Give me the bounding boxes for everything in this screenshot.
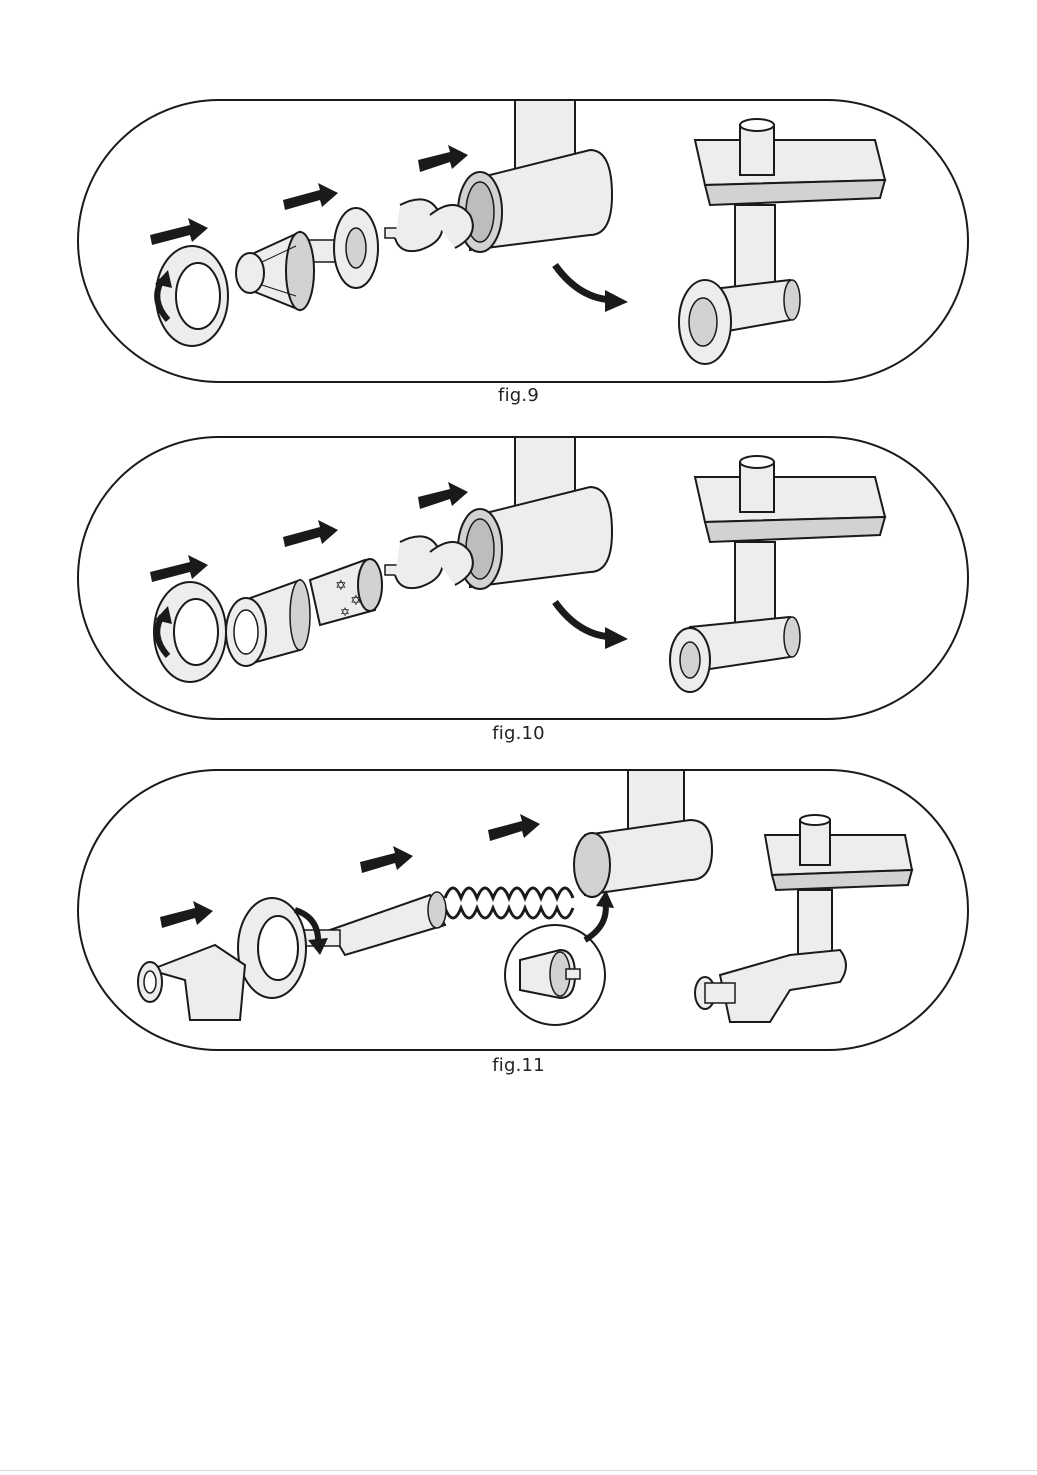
cone-attachment bbox=[236, 232, 314, 310]
assembled-grinder bbox=[670, 456, 885, 692]
sausage-nozzle bbox=[138, 945, 245, 1020]
grinder-body bbox=[458, 100, 612, 252]
result-arrow bbox=[555, 265, 628, 312]
figure-11-caption: fig.11 bbox=[0, 1055, 1037, 1076]
grinder-body bbox=[458, 437, 612, 589]
shaping-disc: ✡ ✡ ✡ bbox=[310, 559, 382, 625]
ring-nut bbox=[154, 582, 226, 682]
svg-text:✡: ✡ bbox=[350, 593, 362, 609]
figure-11: fig.11 bbox=[0, 750, 1037, 1080]
assembled-grinder bbox=[695, 815, 912, 1022]
ring-nut bbox=[155, 246, 228, 346]
grinder-body bbox=[574, 770, 712, 897]
svg-text:✡: ✡ bbox=[340, 605, 350, 619]
result-arrow bbox=[555, 602, 628, 649]
page-bottom-rule bbox=[0, 1470, 1037, 1471]
ring-nut bbox=[238, 898, 328, 998]
figure-10-illustration: ✡ ✡ ✡ bbox=[0, 420, 1037, 730]
figure-10-caption: fig.10 bbox=[0, 723, 1037, 744]
svg-text:✡: ✡ bbox=[335, 578, 347, 594]
figure-9: fig.9 bbox=[0, 0, 1037, 420]
auger bbox=[385, 199, 473, 251]
figure-9-caption: fig.9 bbox=[0, 385, 1037, 406]
figure-9-illustration bbox=[0, 0, 1037, 400]
figure-11-illustration bbox=[0, 750, 1037, 1060]
push-arrows bbox=[160, 814, 540, 928]
tube-attachment bbox=[226, 580, 310, 666]
auger bbox=[385, 536, 473, 588]
figure-10: ✡ ✡ ✡ bbox=[0, 420, 1037, 750]
assembled-grinder bbox=[679, 119, 885, 364]
spring-auger bbox=[445, 888, 573, 918]
